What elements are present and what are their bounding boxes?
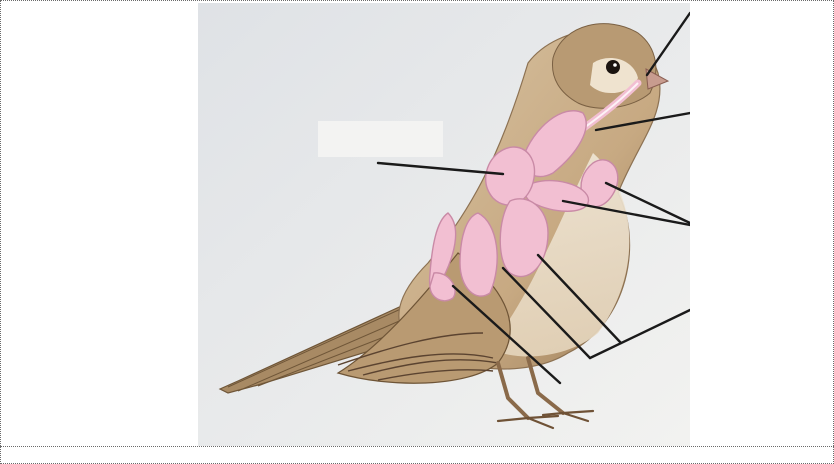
bird-anatomy-figure	[198, 3, 690, 446]
bird-respiratory-icon	[198, 3, 690, 446]
table-row-divider	[0, 446, 834, 447]
label-placeholder	[318, 121, 443, 157]
bird-eye	[606, 60, 620, 74]
bird-eye-highlight	[613, 63, 617, 67]
